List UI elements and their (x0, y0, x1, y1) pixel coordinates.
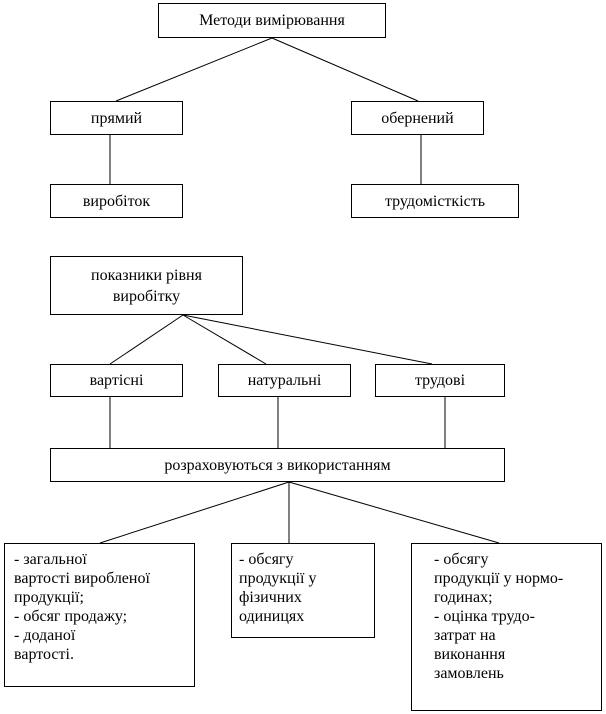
connector-calc-detail-labor (288, 481, 500, 544)
connector-root-value (109, 314, 184, 365)
node-label: трудомісткість (384, 192, 486, 210)
node-label: прямий (90, 109, 143, 127)
node-label: трудові (414, 372, 466, 389)
connector-root-natural (182, 314, 267, 365)
node-label: - обсягу продукції у нормо- годинах; - о… (434, 551, 564, 682)
node-detail-labor: - обсягу продукції у нормо- годинах; - о… (411, 543, 602, 711)
node-label: натуральні (247, 372, 322, 389)
node-label: показники рівня виробітку (91, 266, 202, 305)
node-calculated-using: розраховуються з використанням (50, 448, 505, 482)
node-label: - загальної вартості виробленої продукці… (14, 551, 150, 663)
connector-root-direct (115, 37, 273, 102)
node-detail-value: - загальної вартості виробленої продукці… (4, 543, 195, 687)
node-measurement-methods: Методи вимірювання (158, 3, 386, 38)
node-output-indicators: показники рівня виробітку (50, 256, 243, 315)
node-label: - обсягу продукції у фізичних одиницях (239, 551, 317, 625)
node-output: виробіток (50, 184, 183, 218)
connector-calc-detail-value (99, 481, 290, 544)
connector-root-inverse (271, 37, 419, 102)
node-value: вартісні (50, 364, 183, 397)
node-detail-natural: - обсягу продукції у фізичних одиницях (231, 543, 375, 638)
node-label: обернений (381, 109, 454, 127)
node-direct: прямий (50, 101, 183, 135)
node-natural: натуральні (218, 364, 351, 397)
node-label: Методи вимірювання (199, 12, 345, 29)
node-labor: трудові (375, 364, 505, 397)
connector-root-labor (182, 314, 433, 365)
node-label: виробіток (82, 192, 151, 210)
node-label: вартісні (89, 372, 144, 389)
node-label: розраховуються з використанням (164, 456, 391, 474)
node-labor-intensity: трудомісткість (351, 184, 519, 218)
node-inverse: обернений (351, 101, 484, 135)
